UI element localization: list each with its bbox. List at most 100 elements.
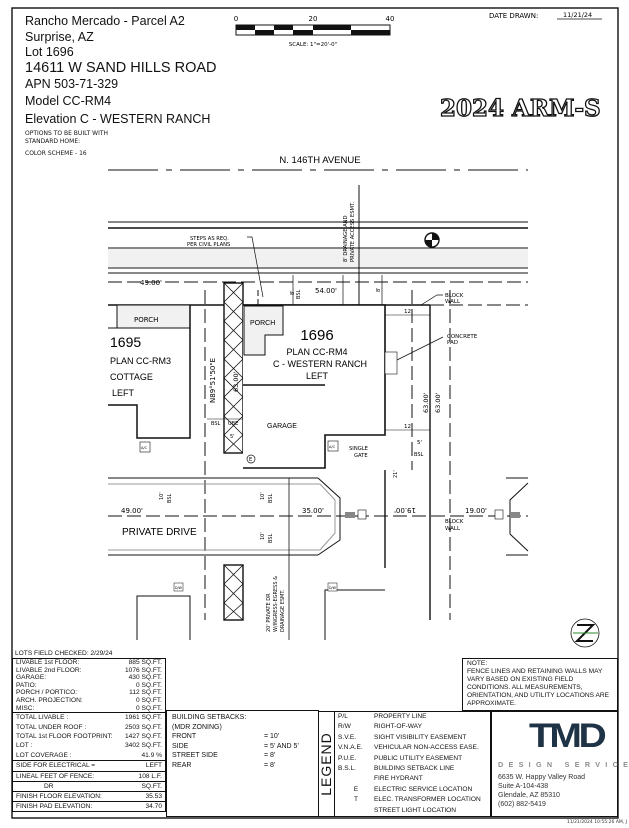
company-address-1: 6635 W. Happy Valley Road — [498, 774, 586, 781]
legend-item: S.V.E. SIGHT VISIBILITY EASEMENT — [338, 733, 481, 743]
bsl-drive-1: BSL — [167, 493, 173, 503]
private-drive — [108, 470, 529, 568]
dw-1: D/W — [175, 586, 183, 590]
bsl-label-front: BSL — [296, 289, 302, 299]
bearing-label: N89°51'50"E — [209, 358, 217, 403]
transformer-icon-2 — [494, 509, 504, 520]
dim-12a: 12' — [404, 309, 413, 315]
setback-value: = 8' — [264, 761, 276, 769]
setback-label: FRONT — [172, 733, 197, 741]
house-1696: PORCH 1696 PLAN CC-RM4 C - WESTERN RANCH… — [243, 304, 398, 469]
row-label: LOT : — [16, 742, 33, 750]
legend-text: PUBLIC UTILITY EASEMENT — [374, 754, 463, 762]
company-box: TMD DESIGN SERVICES 6635 W. Happy Valley… — [491, 711, 629, 817]
project-name: Rancho Mercado - Parcel A2 — [25, 14, 185, 28]
setbacks-title: BUILDING SETBACKS: — [172, 714, 247, 721]
benchmark-icon — [424, 232, 440, 248]
steps-label-2: PER CIVIL PLANS — [187, 242, 230, 248]
dim-63b: 63.00' — [422, 392, 430, 413]
ube-label: UBE — [228, 421, 238, 427]
legend-text: BUILDING SETBACK LINE — [374, 765, 455, 773]
legend-text: SIGHT VISIBILITY EASEMENT — [374, 733, 467, 741]
lot-hand: LEFT — [306, 371, 329, 381]
row-label: LOT COVERAGE : — [16, 751, 72, 759]
north-arrow-icon — [570, 618, 600, 648]
setback-value: = 10' — [264, 733, 280, 741]
row-value: 1076 SQ.FT. — [124, 666, 162, 674]
electric-service-icon: E — [246, 454, 256, 464]
legend-title: LEGEND — [318, 732, 334, 796]
row-label: TOTAL UNDER ROOF : — [16, 723, 87, 731]
finish-pad-label: FINISH PAD ELEVATION: — [16, 803, 93, 811]
dim-5a: 5' — [230, 434, 235, 440]
neighbor-elevation: COTTAGE — [110, 372, 153, 382]
row-label: PATIO: — [16, 681, 37, 689]
setback-value: = 8' — [264, 752, 276, 760]
legend-item: STREET LIGHT LOCATION — [338, 806, 481, 816]
legend-abbr: R/W — [338, 723, 351, 731]
legend-abbr: S.V.E. — [338, 733, 357, 741]
single-gate-label-2: GATE — [354, 453, 368, 459]
row-value: 112 SQ.FT. — [129, 689, 162, 697]
fence-value: 108 L.F. — [138, 773, 162, 781]
dim-35: 35.00' — [302, 507, 324, 515]
dim-49-drive: 49.00' — [121, 507, 143, 515]
legend-text: STREET LIGHT LOCATION — [374, 806, 457, 814]
setback-row: SIDE = 5' AND 5' — [172, 742, 313, 752]
dim-63c: 63.00' — [434, 392, 442, 413]
bsl-drive-3: BSL — [268, 533, 274, 543]
neighbor-lot-1695: PORCH 1695 PLAN CC-RM3 COTTAGE LEFT A/C — [108, 304, 191, 453]
table-row: MISC:0 SQ.FT. — [13, 705, 165, 713]
totals-list: TOTAL LIVABLE :1961 SQ.FT.TOTAL UNDER RO… — [12, 713, 166, 762]
setbacks-box: BUILDING SETBACKS: (MDR ZONING) FRONT = 1… — [166, 710, 319, 817]
steps-label-1: STEPS AS REQ. — [190, 236, 229, 242]
scale-label: SCALE: 1"=20'-0" — [289, 42, 337, 48]
setback-label: REAR — [172, 761, 192, 769]
setback-value: = 5' AND 5' — [264, 742, 299, 750]
sheet-border — [11, 7, 619, 819]
neighbor-porch-label: PORCH — [134, 316, 158, 324]
row-value: 0 SQ.FT. — [135, 696, 162, 704]
company-name: DESIGN SERVICES — [498, 760, 629, 769]
color-scheme: COLOR SCHEME - 16 — [25, 150, 87, 157]
setback-label: STREET SIDE — [172, 752, 218, 760]
note-title: NOTE: — [467, 660, 488, 667]
address: 14611 W SAND HILLS ROAD — [25, 59, 217, 76]
setback-row: REAR = 8' — [172, 761, 313, 771]
setbacks-zoning: (MDR ZONING) — [172, 723, 222, 731]
table-row: TOTAL UNDER ROOF : 2503 SQ.FT. — [13, 723, 165, 732]
row-label: LIVABLE 2nd FLOOR: — [16, 666, 82, 674]
legend-abbr: P/L — [338, 713, 348, 720]
options-line-2: STANDARD HOME: — [25, 138, 81, 145]
row-label: TOTAL 1st FLOOR FOOTPRINT: — [16, 732, 113, 740]
drive-esmt-2: W/INGRESS-EGRESS & — [273, 576, 279, 632]
easement-label-2: PRIVATE ACCESS ESMT. — [350, 201, 356, 262]
area-list: LIVABLE 1st FLOOR:885 SQ.FT.LIVABLE 2nd … — [12, 658, 166, 714]
legend-text: PROPERTY LINE — [374, 713, 427, 720]
table-row: PORCH / PORTICO:112 SQ.FT. — [13, 689, 165, 697]
note-body: FENCE LINES AND RETAINING WALLS MAY VARY… — [467, 668, 610, 707]
legend-text: ELECTRIC SERVICE LOCATION — [374, 785, 473, 793]
scale-tick-40: 40 — [386, 15, 395, 23]
dim-12b: 12' — [404, 424, 413, 430]
row-value: 885 SQ.FT. — [128, 659, 162, 666]
legend-abbr: V.N.A.E. — [338, 744, 363, 752]
street-name: N. 146TH AVENUE — [279, 155, 360, 166]
watermark: 2024 ARM-S — [439, 94, 601, 122]
legend-item: P/L PROPERTY LINE — [338, 712, 481, 722]
concrete-pad-label-1: CONCRETE — [447, 334, 478, 340]
date-drawn-value: 11/21/24 — [563, 11, 592, 19]
project-city: Surprise, AZ — [25, 29, 94, 44]
single-gate-label-1: SINGLE — [349, 446, 368, 452]
row-value: 2503 SQ.FT. — [124, 723, 162, 731]
finish-floor-value: 35.53 — [145, 793, 162, 801]
setback-label: SIDE — [172, 742, 189, 750]
legend-abbr: P.U.E. — [338, 754, 357, 762]
scale-bar: 0 20 40 SCALE: 1"=20'-0" — [234, 15, 395, 48]
setback-row: FRONT = 10' — [172, 732, 313, 742]
neighbor-ac: A/C — [141, 446, 148, 450]
legend-text: FIRE HYDRANT — [374, 775, 423, 783]
